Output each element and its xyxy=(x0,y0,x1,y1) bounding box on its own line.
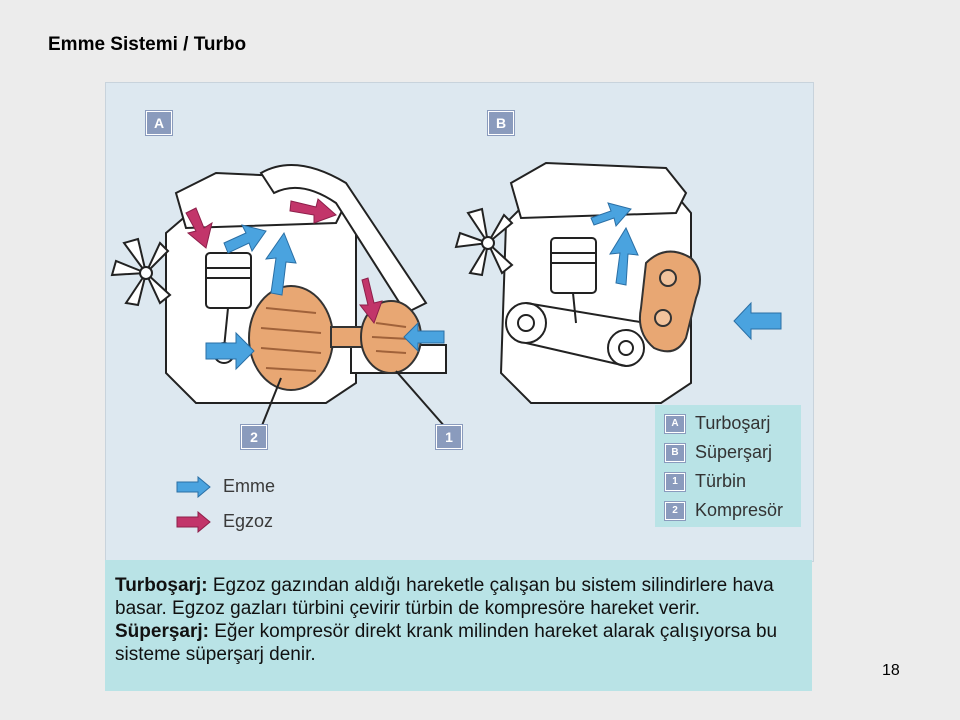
turbo-exhaust-arrows xyxy=(185,198,383,325)
page-number: 18 xyxy=(882,662,900,679)
legend-key: B xyxy=(665,443,685,462)
turbocharger-text: Egzoz gazından aldığı hareketle çalışan … xyxy=(115,575,774,619)
supercharger-text: Eğer kompresör direkt krank milinden har… xyxy=(115,621,778,665)
legend-label: Turboşarj xyxy=(695,413,771,433)
legend-key: 2 xyxy=(665,501,685,520)
supercharger-unit xyxy=(638,250,701,353)
supercharger-paragraph: Süperşarj: Eğer kompresör direkt krank m… xyxy=(115,620,802,666)
tag-turbocharger: A xyxy=(146,111,172,135)
legend-row-turbocharger: A Turboşarj xyxy=(665,413,770,434)
tag-turbine: 1 xyxy=(436,425,462,449)
tag-compressor: 2 xyxy=(241,425,267,449)
legend-label: Türbin xyxy=(695,471,747,491)
tag-supercharger: B xyxy=(488,111,514,135)
parts-legend: A Turboşarj B Süperşarj 1 Türbin 2 Kompr… xyxy=(655,405,801,527)
legend-key: A xyxy=(665,414,685,433)
turbocharger-paragraph: Turboşarj: Egzoz gazından aldığı hareket… xyxy=(115,574,802,620)
page-title: Emme Sistemi / Turbo xyxy=(48,34,247,55)
description-box: Turboşarj: Egzoz gazından aldığı hareket… xyxy=(105,560,812,691)
turbocharger-term: Turboşarj: xyxy=(115,575,208,596)
engine-illustration: A B 2 1 Emme Egzoz A Turboşarj B Süperşa… xyxy=(105,82,814,562)
exhaust-arrow-icon xyxy=(176,511,211,533)
intake-arrow-icon xyxy=(176,476,211,498)
turbo-unit xyxy=(248,285,422,391)
legend-label: Süperşarj xyxy=(695,442,773,462)
supercharger-term: Süperşarj: xyxy=(115,621,209,642)
supercharger-intake-arrows xyxy=(590,202,782,341)
supercharger-engine-drawing xyxy=(454,161,692,404)
legend-key: 1 xyxy=(665,472,685,491)
turbo-intake-arrows xyxy=(205,224,445,371)
legend-row-compressor: 2 Kompresör xyxy=(665,500,783,521)
legend-row-turbine: 1 Türbin xyxy=(665,471,746,492)
exhaust-label: Egzoz xyxy=(223,511,274,531)
engine-drawing xyxy=(110,161,782,429)
intake-label: Emme xyxy=(223,476,276,496)
legend-row-supercharger: B Süperşarj xyxy=(665,442,772,463)
legend-label: Kompresör xyxy=(695,500,784,520)
